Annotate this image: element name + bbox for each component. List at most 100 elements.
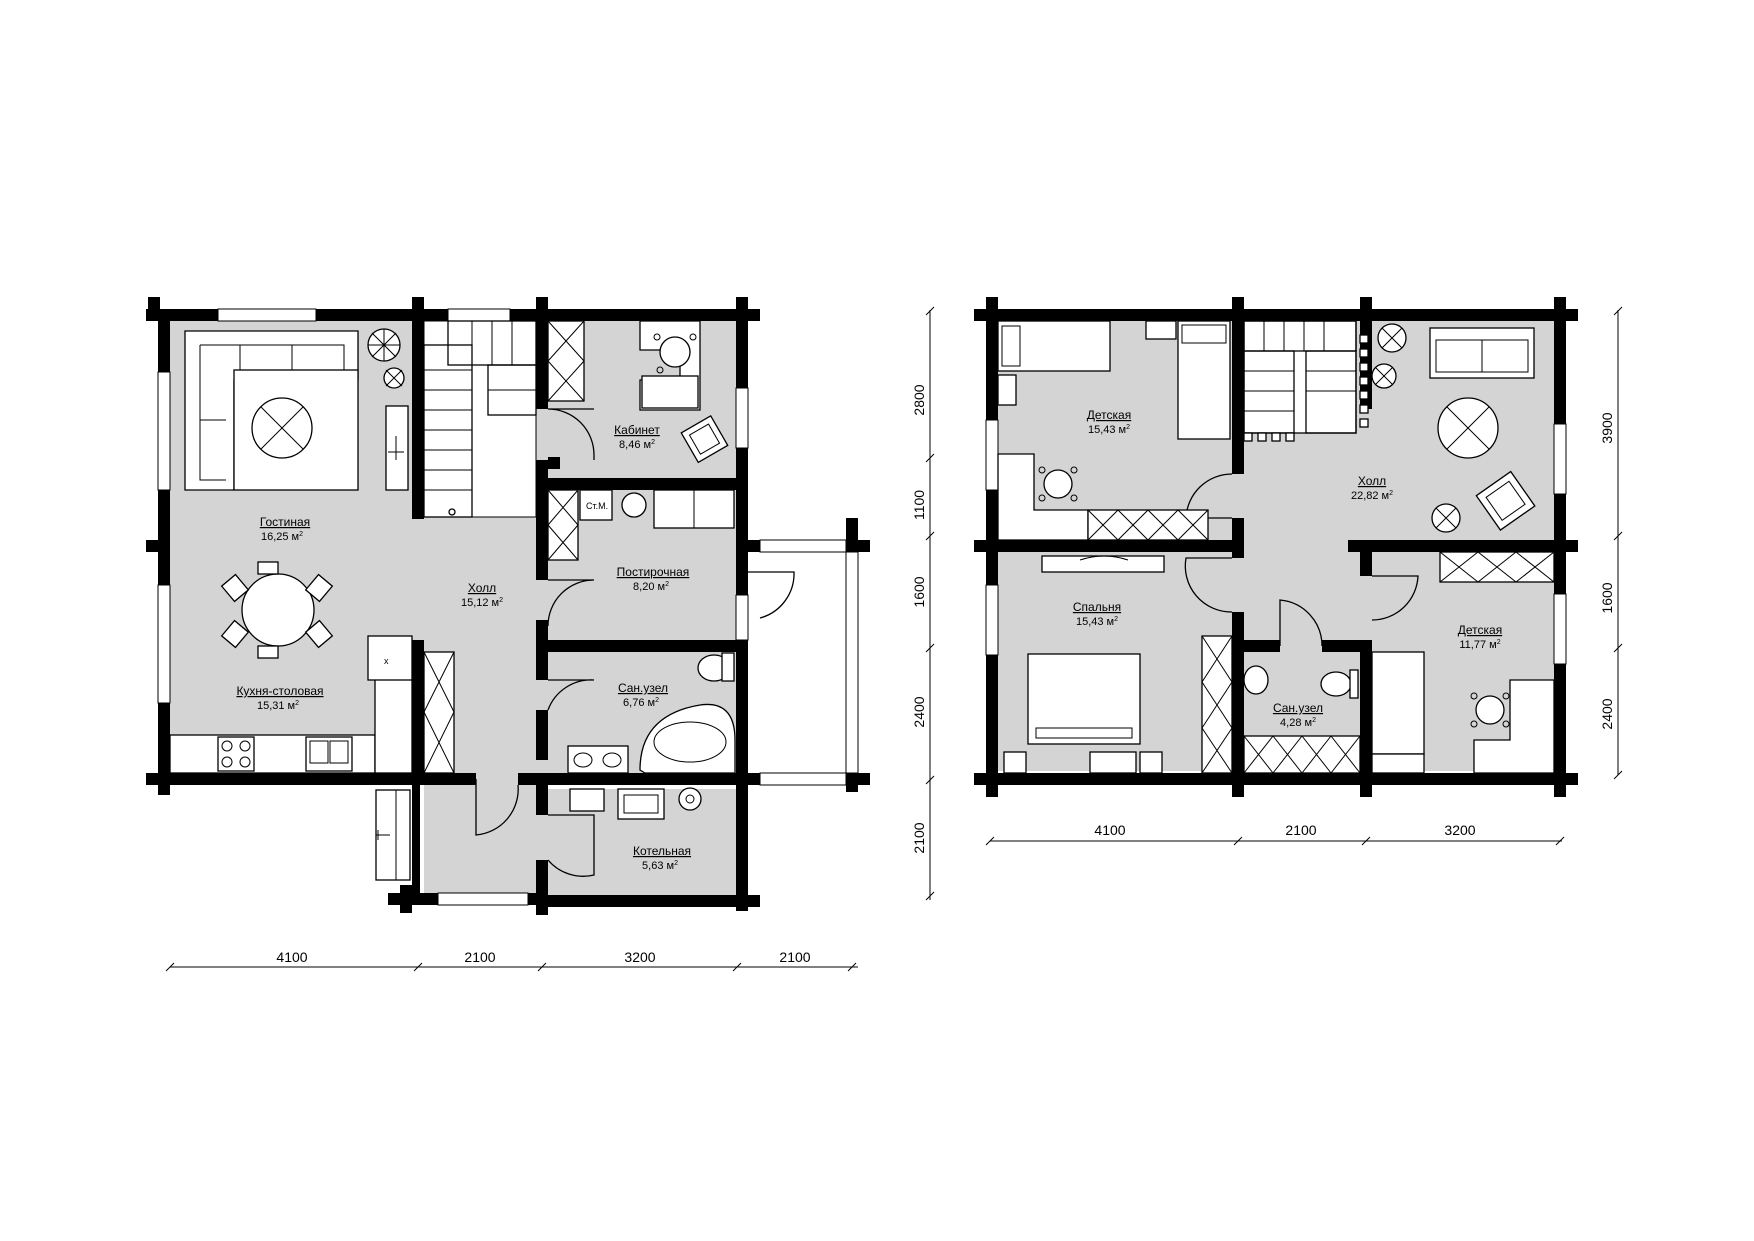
room-area-hall-2: 22,82 м2 (1351, 490, 1393, 502)
room-area-hall-1: 15,12 м2 (461, 597, 503, 609)
bedroom-furniture (1003, 555, 1233, 774)
room-name-bathroom-2: Сан.узел (1273, 701, 1323, 715)
floor-2-dimensions: 4100 2100 3200 2800 1100 1600 2400 2100 … (911, 306, 1623, 901)
dim-f2-bottom-1: 4100 (1094, 822, 1125, 838)
boiler-gauge-icon (678, 787, 702, 811)
room-area-kids-2: 11,77 м2 (1459, 639, 1500, 651)
office-chair-icon (653, 333, 697, 374)
bathroom-cabinets (1243, 735, 1361, 774)
sink-icon (1243, 665, 1269, 695)
wardrobe (1087, 509, 1209, 541)
laundry-door (547, 579, 595, 627)
dining-set (220, 561, 334, 659)
living-room-furniture (184, 328, 409, 491)
dim-f2-bottom-2: 2100 (1285, 822, 1316, 838)
floor-1-doors (475, 408, 795, 877)
floor-2-windows (985, 419, 1567, 665)
boiler-room-fixtures (569, 787, 702, 820)
terrace-door (748, 571, 795, 619)
nightstand (1139, 751, 1163, 774)
chair-icon (220, 561, 334, 659)
kids-room-2-furniture (1371, 551, 1555, 774)
toilet-icon (1320, 669, 1359, 699)
boiler-unit (569, 788, 605, 812)
bathroom-door (547, 679, 595, 711)
room-area-kids-1: 15,43 м2 (1088, 424, 1130, 436)
bench (1089, 751, 1137, 774)
laundry-furniture: Ст.М. (547, 489, 735, 561)
office-furniture (547, 320, 729, 464)
room-area-bedroom: 15,43 м2 (1076, 616, 1118, 628)
floor-1-windows (157, 308, 859, 906)
washing-machine (579, 489, 613, 521)
room-area-laundry: 8,20 м2 (633, 581, 669, 593)
room-area-living: 16,25 м2 (261, 531, 303, 543)
nightstand (997, 374, 1017, 406)
hall-2-furniture (1243, 320, 1536, 533)
room-area-kitchen: 15,31 м2 (257, 700, 299, 712)
room-name-hall-1: Холл (468, 581, 496, 595)
room-name-bathroom-1: Сан.узел (618, 681, 668, 695)
room-name-hall-2: Холл (1358, 474, 1386, 488)
office-shelving (547, 320, 585, 402)
room-name-boiler: Котельная (633, 844, 691, 858)
dining-table (241, 573, 315, 647)
entrance-closet (375, 789, 411, 881)
room-name-office: Кабинет (614, 423, 660, 437)
dryer-icon (621, 492, 647, 518)
kids-room-1-furniture (997, 320, 1231, 541)
fridge (367, 635, 413, 681)
floor-1-dimensions: 4100 2100 3200 2100 (165, 949, 858, 972)
floor-1-stairs (423, 320, 537, 518)
floor-2-room-labels: Детская 15,43 м2 Холл 22,82 м2 Спальня 1… (1073, 408, 1502, 729)
nightstand (1003, 751, 1027, 774)
dim-f2-left-4: 2400 (911, 696, 927, 727)
office-chair-icon (1038, 466, 1078, 502)
stove-icon (217, 736, 255, 772)
dim-f1-3: 3200 (624, 949, 655, 965)
floor-1-room-labels: Гостиная 16,25 м2 Кухня-столовая 15,31 м… (236, 423, 691, 872)
kids2-door (1371, 575, 1419, 621)
room-area-bathroom-1: 6,76 м2 (623, 697, 659, 709)
armchair-icon (680, 415, 729, 464)
nightstand (1371, 753, 1425, 774)
double-bed (1027, 653, 1141, 745)
bedroom-door (1184, 557, 1233, 613)
room-name-kids-2: Детская (1458, 623, 1502, 637)
staircase-floor-2 (1243, 320, 1357, 434)
room-name-living: Гостиная (260, 515, 310, 529)
dim-f2-left-5: 2100 (911, 822, 927, 853)
office-door (547, 408, 595, 460)
dim-f2-right-3: 2400 (1599, 698, 1615, 729)
entrance-door (475, 779, 519, 836)
bed-icon (997, 320, 1111, 372)
floor-2-plan: Детская 15,43 м2 Холл 22,82 м2 Спальня 1… (911, 297, 1623, 901)
room-name-kids-1: Детская (1087, 408, 1131, 422)
dim-f1-4: 2100 (779, 949, 810, 965)
dim-f1-2: 2100 (464, 949, 495, 965)
wardrobe-hall (423, 651, 455, 774)
dim-f2-right-1: 3900 (1599, 412, 1615, 443)
plant-icon (1431, 503, 1461, 533)
corner-desk (1473, 679, 1555, 774)
office-chair-icon (1470, 692, 1510, 728)
water-heater (617, 788, 665, 820)
shelf (1145, 320, 1177, 340)
washing-machine-label: Ст.М. (586, 501, 608, 511)
room-area-office: 8,46 м2 (619, 439, 655, 451)
bed-icon (1177, 320, 1231, 440)
dim-f2-left-3: 1600 (911, 576, 927, 607)
tv-stand (385, 405, 409, 491)
railing-posts (1243, 334, 1369, 442)
dim-f2-left-2: 1100 (911, 490, 927, 520)
laundry-shelving (547, 489, 579, 561)
bathroom-1-fixtures (567, 652, 736, 774)
room-name-kitchen: Кухня-столовая (236, 684, 323, 698)
floor-1-plan: x (146, 297, 870, 972)
sink-icon (305, 736, 353, 772)
toilet-icon (697, 652, 735, 682)
armchair-icon (1475, 470, 1536, 531)
room-name-laundry: Постирочная (617, 565, 690, 579)
stair-newel-post (448, 508, 456, 516)
boiler-door (547, 814, 595, 877)
